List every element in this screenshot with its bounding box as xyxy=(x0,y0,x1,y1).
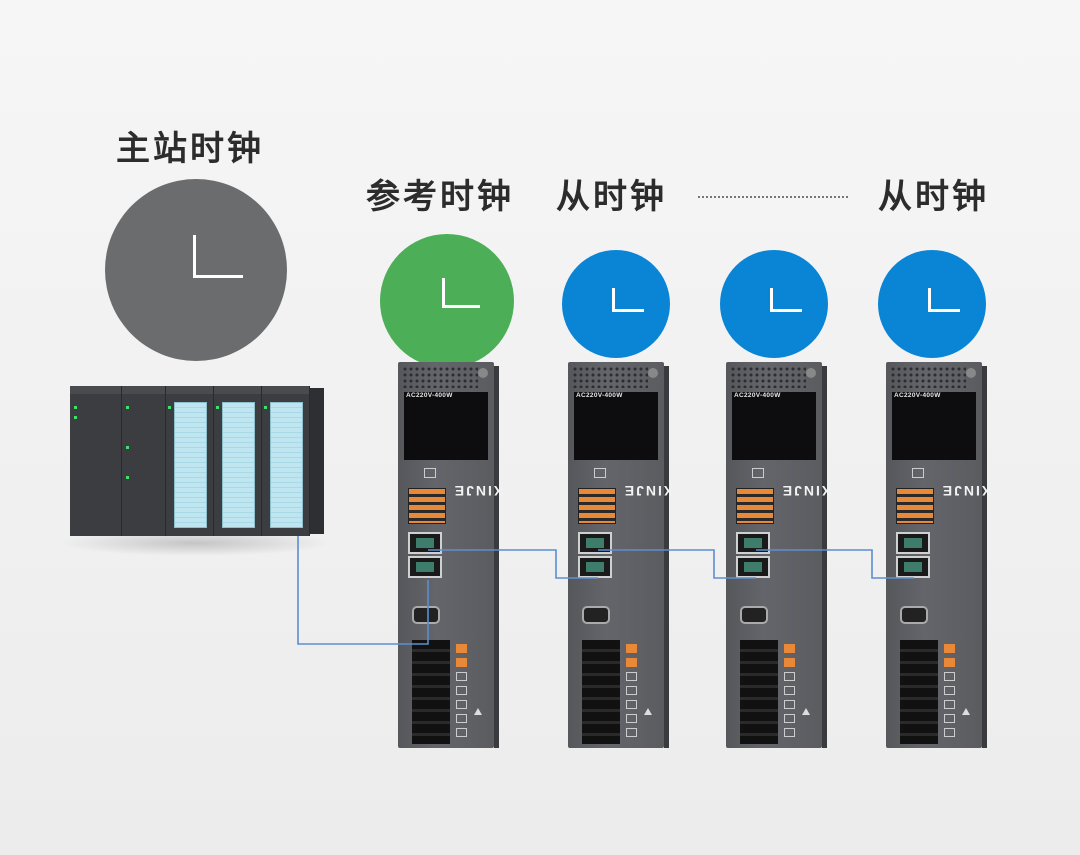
status-leds xyxy=(626,644,638,737)
ethercat-out-port xyxy=(896,556,930,578)
warning-icon xyxy=(962,708,970,715)
drive-model-label: AC220V-400W xyxy=(734,392,781,399)
warning-icon xyxy=(644,708,652,715)
plc-cpu-module xyxy=(70,386,122,536)
plc-end-cap xyxy=(310,388,324,534)
io-connector xyxy=(412,640,450,744)
servo-drive-slave-2: AC220V-400W XINJE xyxy=(726,362,831,748)
terminal-block xyxy=(896,488,934,524)
status-leds xyxy=(784,644,796,737)
servo-drive-slave-3: AC220V-400W XINJE xyxy=(886,362,991,748)
vent-grille xyxy=(572,366,648,388)
vent-grille xyxy=(730,366,806,388)
screw-icon xyxy=(648,368,658,378)
slave-clock-icon-2 xyxy=(720,250,828,358)
servo-drive-slave-1: AC220V-400W XINJE xyxy=(568,362,673,748)
screw-icon xyxy=(478,368,488,378)
plc-module-2 xyxy=(122,386,166,536)
slave-clock-label-2: 从时钟 xyxy=(878,177,989,217)
cable-reference-to-slave1 xyxy=(428,549,598,579)
cable-slave1-to-slave2 xyxy=(598,549,756,579)
reference-clock-label: 参考时钟 xyxy=(366,177,514,217)
slave-clock-icon-1 xyxy=(562,250,670,358)
io-connector xyxy=(582,640,620,744)
screw-icon xyxy=(966,368,976,378)
drive-display xyxy=(404,392,488,460)
servo-drive-reference: AC220V-400W XINJE xyxy=(398,362,503,748)
cable-plc-to-reference xyxy=(297,536,429,645)
terminal-block xyxy=(408,488,446,524)
plc-io-module-2 xyxy=(214,386,262,536)
io-connector xyxy=(740,640,778,744)
usb-port-icon xyxy=(594,468,606,478)
ethercat-in-port xyxy=(578,532,612,554)
status-leds xyxy=(456,644,468,737)
drive-display xyxy=(574,392,658,460)
cable-slave2-to-slave3 xyxy=(756,549,914,579)
usb-port-icon xyxy=(424,468,436,478)
ethercat-out-port xyxy=(578,556,612,578)
terminal-block xyxy=(578,488,616,524)
terminal-block xyxy=(736,488,774,524)
drive-model-label: AC220V-400W xyxy=(406,392,453,399)
plc-master-device xyxy=(70,386,324,536)
slave-clock-icon-3 xyxy=(878,250,986,358)
io-connector xyxy=(900,640,938,744)
master-clock-label: 主站时钟 xyxy=(116,129,264,169)
vent-grille xyxy=(402,366,478,388)
slave-clock-label-1: 从时钟 xyxy=(556,177,667,217)
ethercat-in-port xyxy=(408,532,442,554)
encoder-connector xyxy=(740,606,768,624)
vent-grille xyxy=(890,366,966,388)
drive-display xyxy=(732,392,816,460)
drive-display xyxy=(892,392,976,460)
ethercat-in-port xyxy=(896,532,930,554)
drive-model-label: AC220V-400W xyxy=(576,392,623,399)
encoder-connector xyxy=(900,606,928,624)
usb-port-icon xyxy=(752,468,764,478)
ethercat-in-port xyxy=(736,532,770,554)
ethercat-out-port xyxy=(736,556,770,578)
status-leds xyxy=(944,644,956,737)
reference-clock-icon xyxy=(380,234,514,368)
screw-icon xyxy=(806,368,816,378)
warning-icon xyxy=(802,708,810,715)
encoder-connector xyxy=(412,606,440,624)
encoder-connector xyxy=(582,606,610,624)
warning-icon xyxy=(474,708,482,715)
drive-model-label: AC220V-400W xyxy=(894,392,941,399)
plc-io-module-3 xyxy=(262,386,310,536)
ellipsis-dotted-line xyxy=(698,196,848,198)
ethercat-out-port xyxy=(408,556,442,578)
master-clock-icon xyxy=(105,179,287,361)
plc-io-module-1 xyxy=(166,386,214,536)
usb-port-icon xyxy=(912,468,924,478)
